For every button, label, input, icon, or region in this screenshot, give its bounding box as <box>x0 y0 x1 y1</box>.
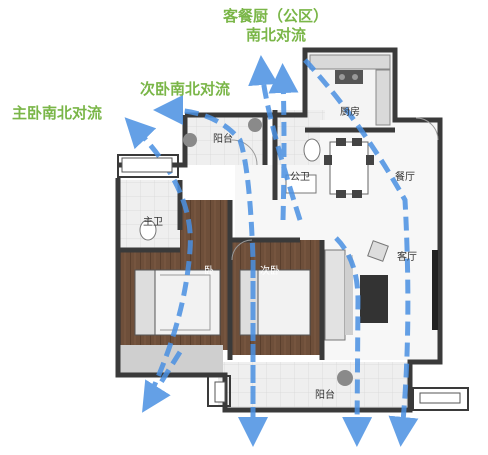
south-balcony-label: 阳台 <box>315 390 335 401</box>
airflow-arrows <box>124 55 419 447</box>
public-airflow-arrow <box>268 63 299 221</box>
coffee-table <box>360 275 388 323</box>
master-bed-label: 卧 <box>204 266 214 277</box>
public-bath-label: 公卫 <box>290 172 310 183</box>
walls <box>115 47 443 413</box>
dining-label: 餐厅 <box>395 172 415 183</box>
second-airflow-arrow <box>153 95 256 425</box>
kitchen-label: 厨房 <box>340 107 360 118</box>
master-bedroom-caption: 主卧南北对流 <box>12 105 103 122</box>
public-caption-line1: 客餐厨（公区） <box>223 8 329 25</box>
dining-table <box>324 138 374 198</box>
public-caption-line2: 南北对流 <box>246 27 307 44</box>
living-label: 客厅 <box>397 252 417 263</box>
living-sofa <box>324 249 353 341</box>
north-balcony-label: 阳台 <box>213 134 233 145</box>
south-balcony-area <box>218 362 408 407</box>
master-bath-label: 主卫 <box>143 217 163 228</box>
second-bed-label: 次卧 <box>260 266 280 277</box>
second-bedroom-caption: 次卧南北对流 <box>140 81 231 98</box>
kitchen-counter <box>309 54 391 70</box>
